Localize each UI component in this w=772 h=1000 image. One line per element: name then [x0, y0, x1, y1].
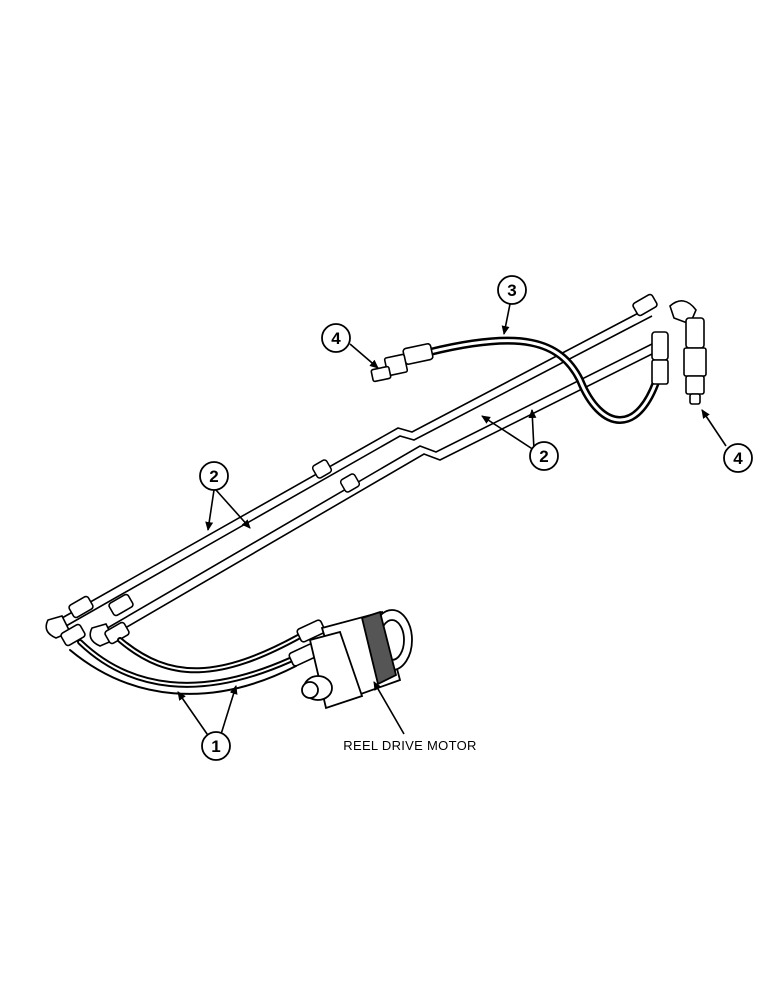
callout-4-left-number: 4: [331, 329, 341, 348]
steel-tube-outer: [61, 307, 649, 619]
motor-label: REEL DRIVE MOTOR: [343, 738, 476, 753]
callout-2-left: 2: [199, 461, 229, 491]
callout-4-right-number: 4: [733, 449, 743, 468]
callout-2-left-number: 2: [209, 467, 218, 486]
callout-4-right: 4: [723, 443, 753, 473]
steel-tubes: [61, 307, 665, 639]
callout-4-left: 4: [321, 323, 351, 353]
callout-1: 1: [201, 731, 231, 761]
callout-3-number: 3: [507, 281, 516, 300]
left-fittings: [45, 593, 134, 647]
callout-2-right-number: 2: [539, 447, 548, 466]
right-fittings: [632, 293, 707, 405]
reel-drive-motor: [301, 609, 413, 710]
motor-hose-fittings: [288, 619, 326, 667]
callout-1-number: 1: [211, 737, 220, 756]
leader-lines: [177, 303, 727, 745]
left-quick-coupler: [370, 343, 434, 383]
callout-2-right: 2: [529, 441, 559, 471]
tube-clamps: [311, 459, 361, 493]
upper-hose: [426, 336, 664, 424]
motor-hoses: [69, 633, 303, 695]
steel-tube-inner: [103, 339, 661, 631]
callout-3: 3: [497, 275, 527, 305]
